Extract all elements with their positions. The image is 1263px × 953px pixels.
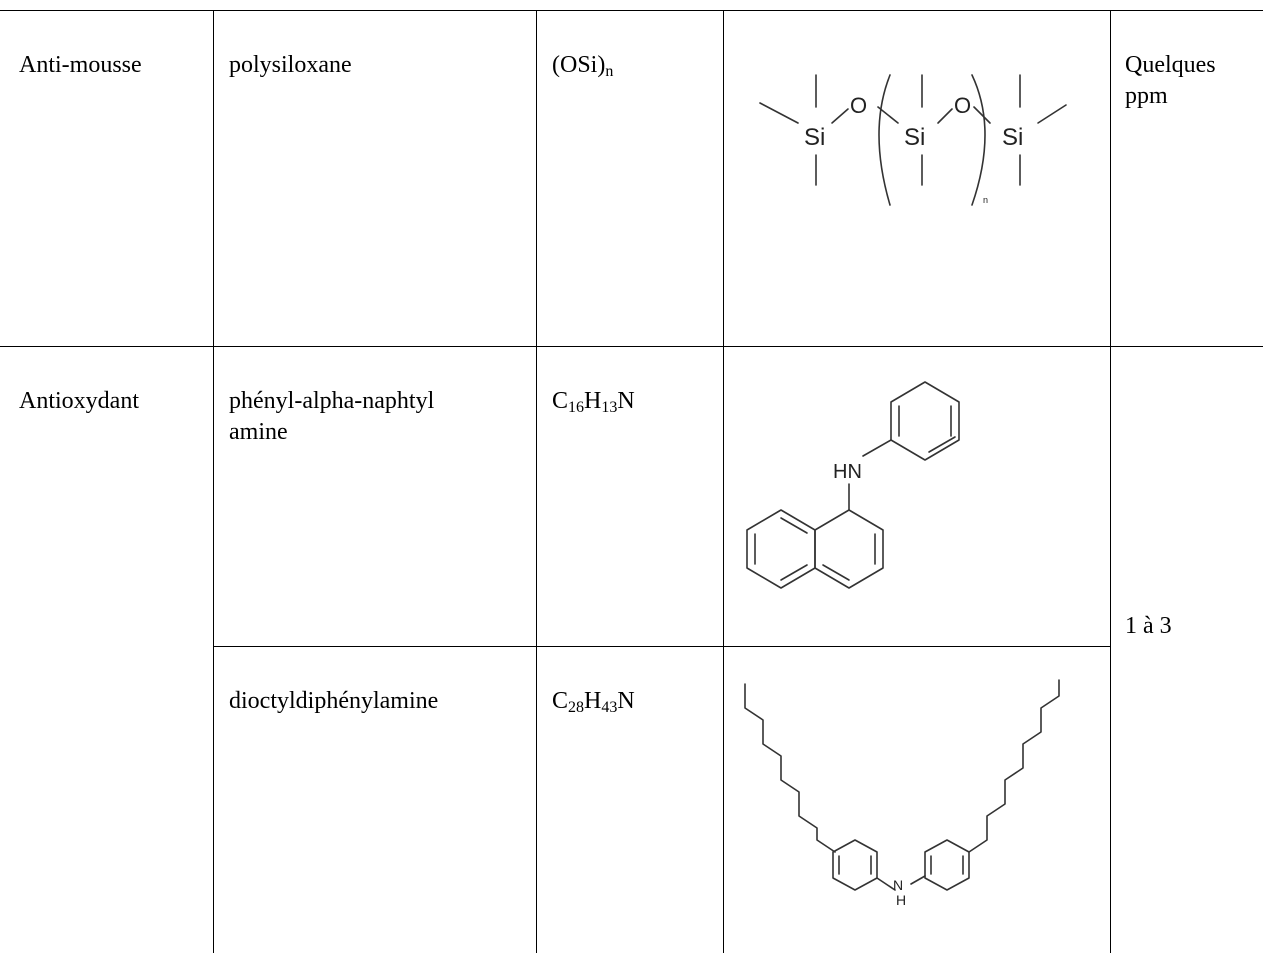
amount: 1 à 3 bbox=[1125, 613, 1172, 639]
column-divider bbox=[1110, 10, 1111, 953]
svg-text:Si: Si bbox=[904, 124, 925, 151]
svg-text:O: O bbox=[850, 93, 867, 118]
chemical-formula: (OSi)n bbox=[552, 52, 614, 80]
dioctyldiphenylamine-structure-icon: N H bbox=[744, 679, 1060, 908]
polysiloxane-structure-icon: Si O Si O n Si bbox=[759, 74, 1067, 206]
column-divider bbox=[723, 10, 724, 953]
row-divider bbox=[0, 346, 1263, 347]
subrow-divider bbox=[213, 646, 1110, 647]
column-divider bbox=[213, 10, 214, 953]
amount: ppm bbox=[1125, 83, 1168, 109]
compound-name: phényl-alpha-naphtyl bbox=[229, 388, 435, 414]
compound-name: polysiloxane bbox=[229, 52, 352, 78]
table-top-border bbox=[0, 10, 1263, 11]
svg-text:HN: HN bbox=[833, 461, 862, 483]
svg-text:H: H bbox=[896, 892, 906, 908]
svg-text:O: O bbox=[954, 93, 971, 118]
amount: Quelques bbox=[1125, 52, 1216, 78]
column-divider bbox=[536, 10, 537, 953]
additive-type: Antioxydant bbox=[19, 388, 139, 414]
svg-text:n: n bbox=[983, 195, 988, 205]
compound-name: dioctyldiphénylamine bbox=[229, 688, 439, 714]
additive-type: Anti-mousse bbox=[19, 52, 142, 78]
svg-text:Si: Si bbox=[1002, 124, 1023, 151]
compound-name: amine bbox=[229, 419, 288, 445]
svg-text:N: N bbox=[893, 877, 903, 893]
chemical-formula: C16H13N bbox=[552, 388, 635, 416]
phenyl-alpha-naphthylamine-structure-icon: HN bbox=[746, 381, 960, 589]
svg-text:Si: Si bbox=[804, 124, 825, 151]
chemical-formula: C28H43N bbox=[552, 688, 635, 716]
